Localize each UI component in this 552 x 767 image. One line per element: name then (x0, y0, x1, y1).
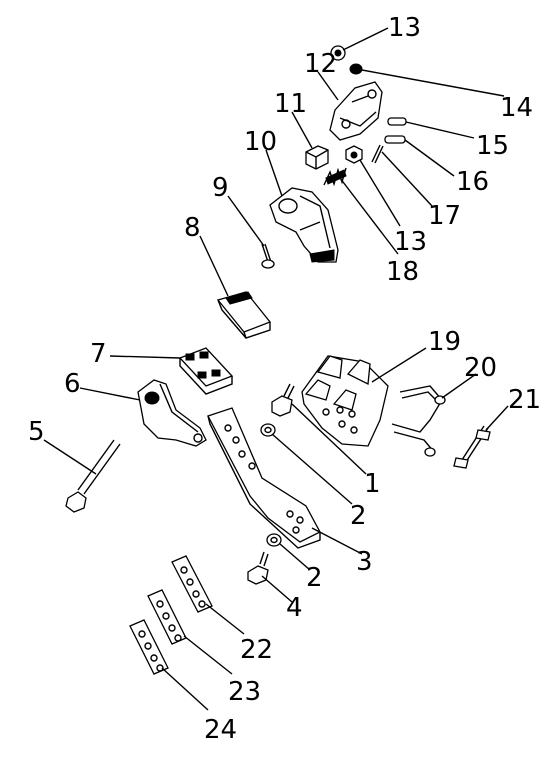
callout-8: 8 (184, 213, 201, 243)
part-1-bolt (271, 383, 295, 417)
callout-19: 19 (428, 327, 461, 357)
part-18-spring (323, 167, 347, 187)
part-12-upper-bracket (329, 81, 383, 141)
callout-22: 22 (240, 635, 273, 665)
part-10-main-bracket (269, 187, 339, 263)
callout-2-upper: 2 (350, 501, 367, 531)
part-16-pin (384, 135, 406, 144)
part-2-washer-lower (266, 533, 282, 547)
callout-5: 5 (28, 417, 45, 447)
part-13-lower-nut (345, 145, 363, 164)
callout-13-top: 13 (388, 13, 421, 43)
callout-17: 17 (428, 201, 461, 231)
callout-11: 11 (274, 89, 307, 119)
callout-21: 21 (508, 385, 541, 415)
callout-4: 4 (286, 593, 303, 623)
part-24-strip (129, 619, 169, 675)
part-20-u-bracket (391, 385, 446, 457)
callout-13-lower: 13 (394, 227, 427, 257)
callout-1: 1 (364, 469, 381, 499)
callout-2-lower: 2 (306, 563, 323, 593)
callout-16: 16 (456, 167, 489, 197)
part-9-bolt (261, 243, 275, 269)
part-19-housing (301, 355, 389, 447)
part-2-washer-upper (260, 423, 276, 437)
part-5-long-bolt (65, 439, 121, 513)
part-11-block (305, 145, 329, 170)
part-15-pin (387, 117, 407, 126)
part-6-bracket (137, 379, 207, 447)
callout-20: 20 (464, 353, 497, 383)
part-17-spring-pin (371, 144, 384, 164)
part-22-strip (171, 555, 213, 613)
part-13-top-nut (330, 45, 346, 61)
callout-14: 14 (500, 93, 533, 123)
callout-23: 23 (228, 677, 261, 707)
callout-10: 10 (244, 127, 277, 157)
callout-12: 12 (304, 49, 337, 79)
leader-lines (43, 27, 509, 711)
callout-24: 24 (204, 715, 237, 745)
callout-labels: 13 12 14 15 16 17 13 18 11 10 9 8 7 6 5 … (28, 13, 541, 745)
part-8-pad-block (216, 291, 272, 339)
callout-3: 3 (356, 547, 373, 577)
part-23-strip (147, 589, 187, 645)
part-21-pin (453, 425, 491, 469)
callout-18: 18 (386, 257, 419, 287)
part-7-plate (178, 347, 234, 395)
callout-7: 7 (90, 339, 107, 369)
callout-6: 6 (64, 369, 81, 399)
part-14-washer (349, 63, 363, 75)
callout-9: 9 (212, 173, 229, 203)
callout-15: 15 (476, 131, 509, 161)
